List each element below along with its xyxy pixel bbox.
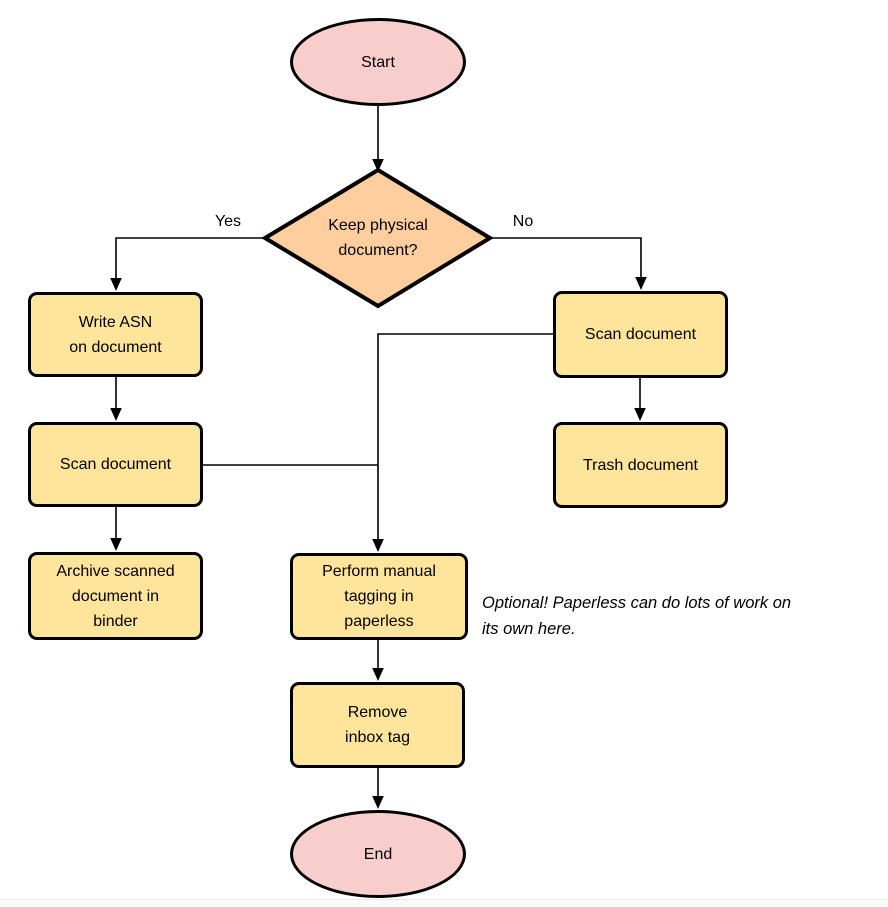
node-decision-label: Keep physical document? [288, 213, 468, 263]
node-scan-document-right: Scan document [553, 291, 728, 378]
node-scan-document-left: Scan document [28, 422, 203, 507]
archive-line-3: binder [93, 612, 138, 630]
node-remove-inbox-tag: Remove inbox tag [290, 682, 465, 768]
node-end-label: End [363, 845, 393, 863]
node-write-asn: Write ASN on document [28, 292, 203, 377]
decision-line-2: document? [338, 242, 418, 259]
trash-label: Trash document [582, 456, 698, 474]
page-below-divider-area [0, 900, 888, 907]
arrowhead-into-archive [110, 538, 122, 551]
archive-line-2: document in [71, 587, 160, 605]
node-archive-binder: Archive scanned document in binder [28, 552, 203, 640]
tagging-line-1: Perform manual [322, 563, 436, 580]
annotation-line-1: Optional! Paperless can do lots of work … [482, 594, 792, 612]
write-asn-line-2: on document [69, 338, 162, 356]
optional-annotation: Optional! Paperless can do lots of work … [482, 591, 888, 642]
node-trash-document: Trash document [553, 422, 728, 508]
decision-line-1: Keep physical [328, 217, 428, 234]
write-asn-line-1: Write ASN [78, 313, 153, 331]
arrowhead-into-tagging [372, 539, 384, 552]
node-manual-tagging: Perform manual tagging in paperless [290, 553, 468, 640]
arrowhead-into-remove-inbox [372, 668, 384, 681]
tagging-line-3: paperless [344, 613, 414, 630]
decision-shape [261, 167, 494, 309]
arrowhead-into-write-asn [110, 278, 122, 291]
node-start-label: Start [361, 53, 395, 71]
scan-right-label: Scan document [584, 326, 697, 343]
node-end: End [290, 810, 466, 898]
arrowhead-into-scan-right [635, 277, 647, 290]
annotation-line-2: its own here. [482, 619, 576, 638]
scan-left-label: Scan document [59, 456, 172, 473]
page-bottom-divider [0, 899, 888, 900]
archive-line-1: Archive scanned [56, 562, 175, 580]
arrowhead-into-decision [372, 159, 384, 172]
edge-scan-right-to-tagging [377, 333, 553, 541]
node-start: Start [290, 18, 466, 106]
arrowhead-into-scan-left [110, 408, 122, 421]
edge-decision-to-write-asn [115, 237, 265, 280]
remove-line-1: Remove [347, 704, 408, 721]
arrowhead-into-trash [634, 408, 646, 421]
tagging-line-2: tagging in [344, 588, 414, 605]
arrowhead-into-end [372, 796, 384, 809]
remove-line-2: inbox tag [345, 729, 410, 746]
edge-label-yes: Yes [214, 213, 242, 230]
edge-decision-to-scan-right [490, 237, 642, 279]
edge-label-no: No [512, 213, 534, 230]
